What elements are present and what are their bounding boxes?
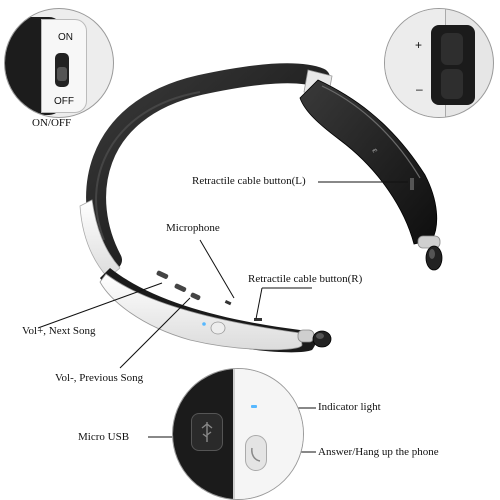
indicator-window <box>251 405 257 408</box>
neckband-highlight <box>95 91 201 241</box>
indicator-led-icon <box>202 322 206 326</box>
volume-up-button[interactable] <box>441 33 463 65</box>
switch-on-label: ON <box>58 32 73 43</box>
left-cable-button <box>254 318 262 321</box>
left-housing-white <box>99 273 303 351</box>
side-button-2 <box>174 283 187 292</box>
side-button-1 <box>156 270 169 279</box>
label-cable-right: Retractile cable button(R) <box>248 273 363 285</box>
port-housing-white <box>233 369 303 499</box>
usb-port-icon[interactable] <box>191 413 223 451</box>
volume-minus-sign: – <box>416 82 423 96</box>
earbud-icon <box>297 329 332 348</box>
usb-symbol-icon <box>201 422 213 442</box>
switch-inset: ON OFF <box>4 8 114 118</box>
label-cable-left: Retractile cable button(L) <box>192 175 306 187</box>
right-housing-edge <box>321 85 421 179</box>
label-answer: Answer/Hang up the phone <box>318 446 439 458</box>
switch-off-label: OFF <box>54 96 74 107</box>
side-button-3 <box>190 292 201 301</box>
label-micro-usb: Micro USB <box>78 431 130 443</box>
volume-inset: + – <box>384 8 494 118</box>
mic-hole <box>224 300 232 306</box>
label-vol-minus: Vol-, Previous Song <box>55 372 144 384</box>
volume-plus-sign: + <box>415 38 423 52</box>
label-vol-plus: Vol+, Next Song <box>22 325 96 337</box>
answer-button-icon <box>210 321 226 335</box>
volume-down-button[interactable] <box>441 69 463 99</box>
phone-icon <box>251 447 261 462</box>
right-cable-button <box>410 178 414 190</box>
port-inset <box>172 368 304 500</box>
switch-caption: ON/OFF <box>32 117 72 129</box>
label-indicator: Indicator light <box>318 401 381 413</box>
earbud-right <box>417 235 443 271</box>
label-microphone: Microphone <box>166 222 220 234</box>
answer-button[interactable] <box>245 435 267 471</box>
brand-mark: ε <box>370 146 381 154</box>
switch-slider-knob <box>57 67 67 81</box>
